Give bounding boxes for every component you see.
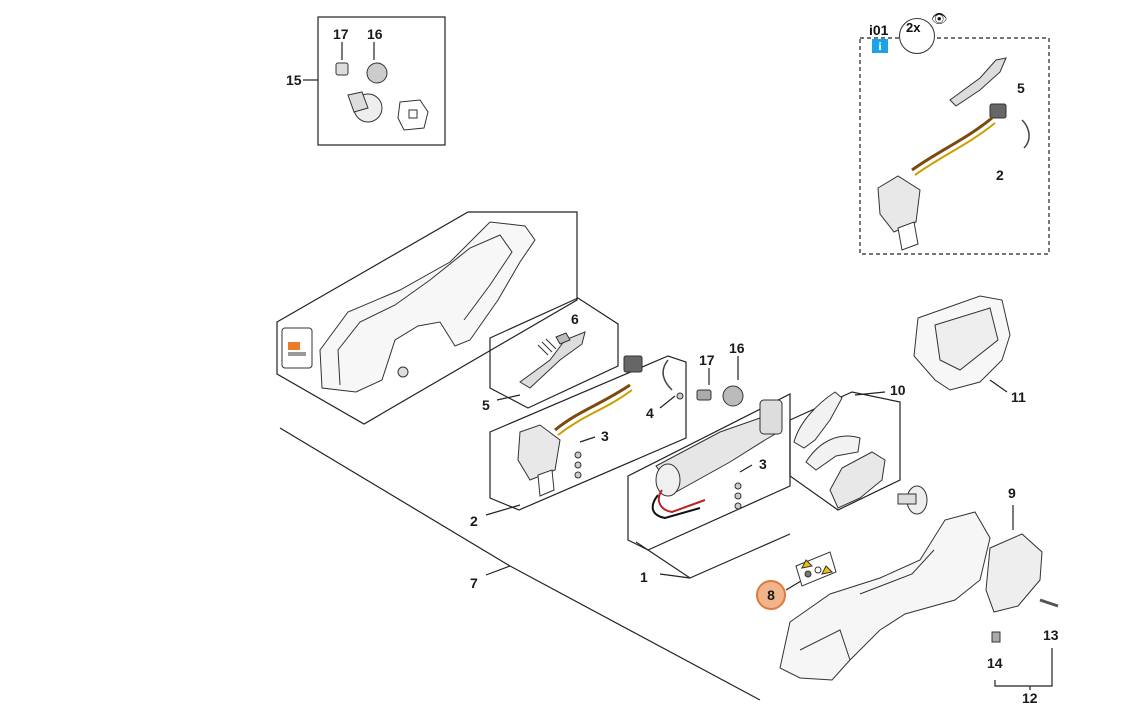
blade-plate-part (829, 451, 886, 509)
connector-part (623, 355, 643, 373)
upper-blade-part (793, 391, 843, 449)
housing-left-part (319, 221, 536, 393)
callout-7: 7 (470, 575, 478, 591)
eye-icon: 👁 (931, 12, 948, 27)
kit-box-15 (317, 16, 446, 146)
callout-5-detail: 5 (1017, 80, 1025, 96)
quantity-text: 2x (906, 20, 921, 35)
cover-9-part (985, 533, 1043, 613)
lower-blade-part (805, 435, 861, 471)
callout-14: 14 (987, 655, 1003, 671)
callout-5: 5 (482, 397, 490, 413)
callout-13: 13 (1043, 627, 1059, 643)
detail-lever-part (949, 57, 1007, 107)
gear-16-part (722, 385, 744, 407)
bolt-part (335, 62, 349, 76)
callout-8-highlighted[interactable]: 8 (756, 580, 786, 610)
callout-16b: 16 (729, 340, 745, 356)
callout-12: 12 (1022, 690, 1038, 706)
trigger-lever-part (519, 331, 586, 389)
info-code-label: i01 (869, 22, 889, 38)
callout-2: 2 (470, 513, 478, 529)
callout-3: 3 (601, 428, 609, 444)
callout-17b: 17 (699, 352, 715, 368)
callout-17: 17 (333, 26, 349, 42)
housing-box (276, 211, 578, 425)
callout-15: 15 (286, 72, 302, 88)
callout-1: 1 (640, 569, 648, 585)
gear-nut-part (366, 62, 388, 84)
callout-4: 4 (646, 405, 654, 421)
quantity-bubble (899, 18, 935, 54)
detail-board-part (877, 175, 921, 233)
callout-16: 16 (367, 26, 383, 42)
housing-right-part (779, 511, 991, 681)
circuit-board-part (517, 424, 561, 481)
info-icon: i (872, 39, 888, 53)
callout-10: 10 (890, 382, 906, 398)
blade-box (789, 391, 901, 511)
callout-9: 9 (1008, 485, 1016, 501)
callout-11: 11 (1011, 389, 1026, 405)
detail-box-i01 (859, 37, 1050, 255)
callout-2-detail: 2 (996, 167, 1004, 183)
callout-6: 6 (571, 311, 579, 327)
callout-3b: 3 (759, 456, 767, 472)
wiring-box (489, 355, 687, 511)
lever-box (489, 297, 619, 409)
bolt-17-part (696, 389, 712, 401)
